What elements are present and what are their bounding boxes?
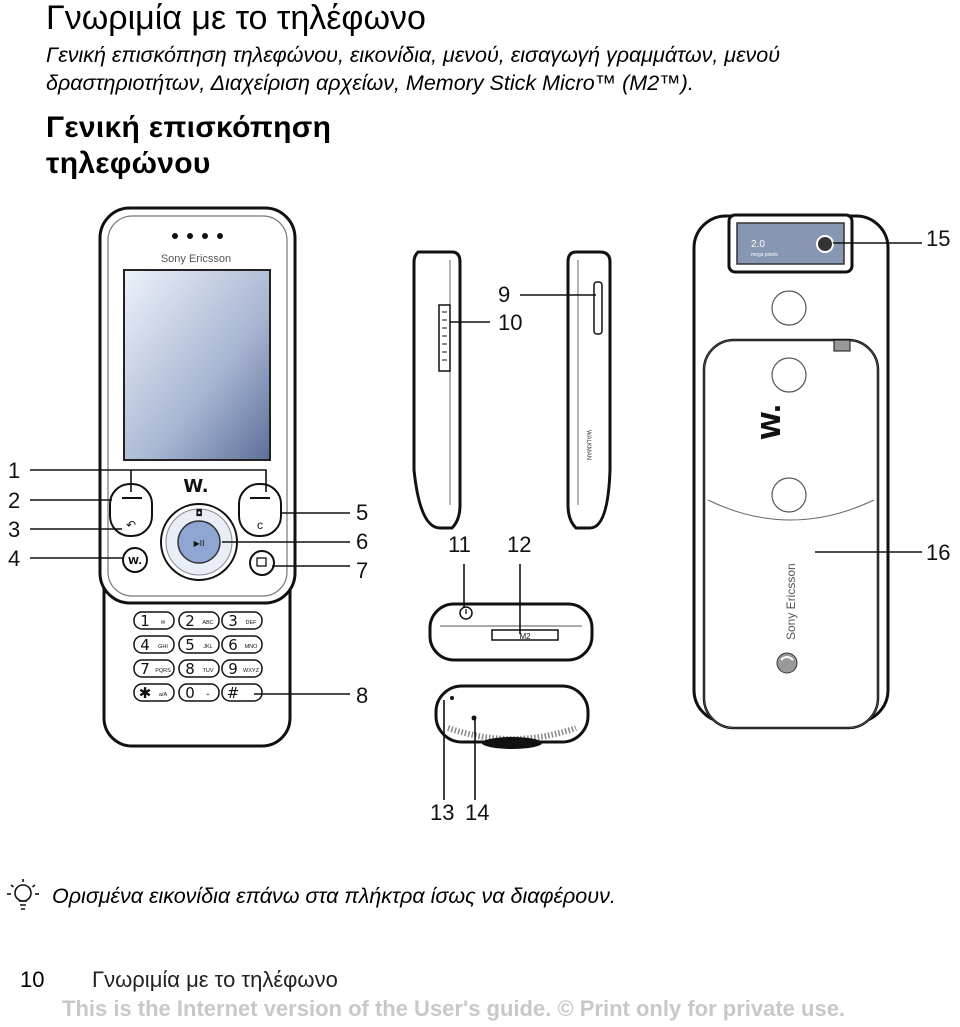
camera-lens (816, 235, 834, 253)
page-title: Γνωριμία με το τηλέφωνο (46, 0, 426, 37)
keypad-key-7: 7 PQRS (133, 659, 175, 678)
running-head: Γνωριμία με το τηλέφωνο (92, 967, 338, 992)
phone-back-view: 2.0 mega pixels W. Sony Ericsson (692, 213, 890, 730)
activity-menu-key (249, 550, 275, 576)
keypad-key-letters: DEF (246, 620, 258, 626)
keypad-key-letters: GHI (158, 644, 168, 650)
center-select-key (177, 520, 221, 564)
walkman-logo-icon: W. (183, 476, 208, 497)
callout-16: 16 (926, 540, 950, 565)
keypad-key-11: 0+ (178, 683, 220, 702)
callout-14: 14 (465, 800, 489, 825)
back-key-icon: ↶ (126, 518, 136, 532)
keypad-key-letters: JKL (203, 644, 212, 650)
keypad-key-number: 3 (228, 612, 238, 630)
m2-label-text: M2 (519, 632, 531, 641)
camera-resolution-label: 2.0 (751, 239, 765, 250)
volume-key (593, 281, 603, 335)
keypad-key-number: 2 (185, 612, 195, 630)
footer-note: This is the Internet version of the User… (62, 996, 846, 1021)
keypad-key-letters: ✉ (161, 620, 166, 626)
callout-8: 8 (356, 683, 368, 708)
keypad-key-12: # (221, 683, 263, 702)
svg-text:W.: W. (128, 556, 142, 567)
keypad-key-6: 6 MNO (221, 635, 263, 654)
back-walkman-logo-icon: W. (757, 404, 787, 440)
strap-hole (450, 696, 454, 700)
clear-key-label: c (257, 518, 263, 532)
memory-card-slot (438, 304, 451, 372)
callout-2: 2 (8, 488, 20, 513)
tip-text: Ορισμένα εικονίδια επάνω στα πλήκτρα ίσω… (52, 884, 616, 908)
callout-numbers: 1 2 3 4 5 6 7 8 9 10 11 12 13 14 15 16 (8, 226, 950, 825)
keypad-key-4: 4 GHI (133, 635, 175, 654)
callout-9: 9 (498, 282, 510, 307)
keypad-key-8: 8 TUV (178, 659, 220, 678)
callout-6: 6 (356, 529, 368, 554)
keypad-key-1: 1✉ (133, 611, 175, 630)
keypad-key-letters: PQRS (155, 668, 171, 674)
keypad-key-3: 3 DEF (221, 611, 263, 630)
keypad-key-letters: WXYZ (243, 668, 260, 674)
section-heading: Γενική επισκόπηση τηλεφώνου (46, 111, 332, 180)
microphone (471, 715, 477, 721)
keypad-key-letters: + (206, 692, 209, 698)
keypad-key-number: 8 (185, 660, 195, 678)
keypad-key-number: 7 (140, 660, 150, 678)
walkman-key (122, 547, 148, 573)
charger-connector (482, 737, 542, 749)
svg-text:▶II: ▶II (194, 539, 205, 548)
callout-13: 13 (430, 800, 454, 825)
keypad-key-9: 9 WXYZ (221, 659, 263, 678)
callout-1: 1 (8, 458, 20, 483)
keypad-key-number: 5 (185, 636, 195, 654)
keypad-key-number: 0 (185, 684, 195, 702)
chapter-intro: Γενική επισκόπηση τηλεφώνου, εικονίδια, … (46, 43, 781, 95)
keypad-key-number: 1 (140, 612, 150, 630)
callout-10: 10 (498, 310, 522, 335)
m2-card-label (491, 629, 559, 641)
side-walkman-label: WALKMAN (585, 430, 591, 460)
keypad-key-letters: ABC (202, 620, 213, 626)
keypad-key-number: ✱ (139, 684, 152, 702)
callout-5: 5 (356, 500, 368, 525)
phone-bottom-view (434, 684, 590, 749)
front-screen (123, 269, 271, 461)
camera-megapixels-label: mega pixels (751, 252, 778, 258)
keypad-key-letters: MNO (245, 644, 259, 650)
callout-12: 12 (507, 532, 531, 557)
front-brand-label: Sony Ericsson (161, 253, 231, 265)
keypad-key-number: # (227, 684, 240, 702)
selection-key-right (238, 483, 282, 537)
keypad-key-number: 4 (140, 636, 150, 654)
keypad-key-number: 9 (228, 660, 238, 678)
callout-7: 7 (356, 558, 368, 583)
phone-side-right: WALKMAN (566, 250, 612, 530)
keypad-key-10: ✱ a/A (133, 683, 175, 702)
callout-lines (30, 242, 922, 800)
keypad-key-number: 6 (228, 636, 238, 654)
keypad-key-2: 2 ABC (178, 611, 220, 630)
back-brand-label: Sony Ericsson (784, 563, 798, 640)
callout-3: 3 (8, 517, 20, 542)
keypad-key-5: 5 JKL (178, 635, 220, 654)
phone-side-left (412, 250, 462, 530)
callout-11: 11 (448, 532, 471, 557)
phone-top-view: M2 (428, 602, 594, 662)
callout-4: 4 (8, 546, 20, 571)
lightbulb-icon (7, 879, 39, 910)
keypad-key-letters: TUV (203, 668, 214, 674)
keypad-key-letters: a/A (159, 692, 168, 698)
page-number: 10 (20, 967, 45, 992)
callout-15: 15 (926, 226, 950, 251)
camera-small-icon: ◘ (195, 509, 202, 519)
